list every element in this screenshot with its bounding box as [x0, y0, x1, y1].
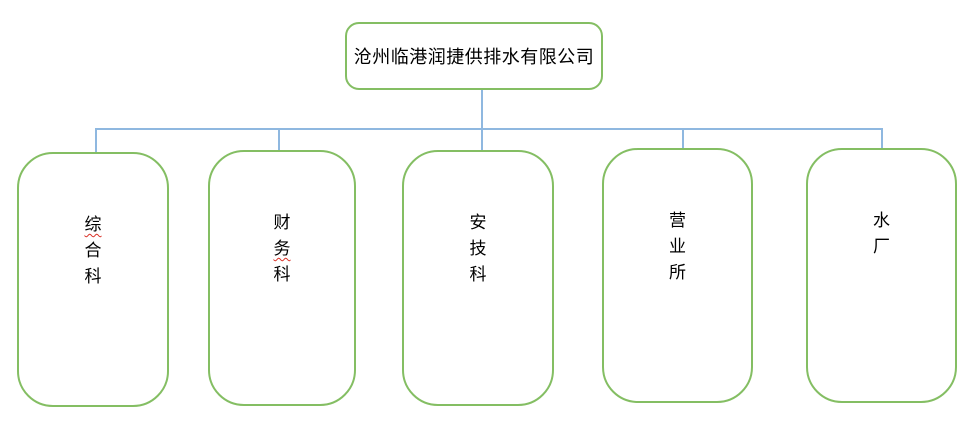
org-node-label-char: 厂 [873, 237, 890, 257]
connector-drop-general-affairs [95, 128, 97, 153]
org-node-label: 综合科 [19, 212, 167, 290]
org-node-safety-tech-dept[interactable]: 安技科 [402, 150, 554, 406]
org-node-label-char: 营 [669, 211, 686, 231]
org-node-label-char: 业 [669, 237, 686, 257]
org-root-label: 沧州临港润捷供排水有限公司 [353, 47, 595, 68]
connector-drop-safety-tech [481, 128, 483, 151]
connector-drop-water-plant [881, 128, 883, 149]
org-node-label-char: 财 [273, 213, 291, 233]
org-node-water-plant[interactable]: 水厂 [806, 148, 957, 403]
org-node-label-char: 科 [84, 267, 102, 287]
org-node-label-char: 水 [873, 211, 890, 231]
org-node-business-office[interactable]: 营业所 [602, 148, 753, 403]
org-root-node[interactable]: 沧州临港润捷供排水有限公司 [345, 22, 603, 90]
connector-drop-business-office [682, 128, 684, 149]
org-node-label-char: 务 [273, 239, 291, 259]
org-node-label-char: 合 [84, 241, 102, 261]
connector-horizontal-rail [95, 128, 883, 130]
org-node-label-char: 科 [469, 265, 487, 285]
org-node-label-char: 所 [669, 263, 686, 283]
org-node-label-char: 综 [84, 215, 102, 235]
connector-root-stem [481, 90, 483, 129]
org-node-label-char: 安 [469, 213, 487, 233]
connector-drop-finance [278, 128, 280, 151]
org-node-general-affairs-dept[interactable]: 综合科 [17, 152, 169, 407]
org-node-finance-dept[interactable]: 财务科 [208, 150, 356, 406]
org-node-label: 安技科 [404, 210, 552, 288]
org-node-label-char: 科 [273, 265, 291, 285]
org-node-label: 财务科 [210, 210, 354, 288]
org-node-label: 营业所 [604, 208, 751, 286]
org-node-label-char: 技 [469, 239, 487, 259]
org-node-label: 水厂 [808, 208, 955, 260]
